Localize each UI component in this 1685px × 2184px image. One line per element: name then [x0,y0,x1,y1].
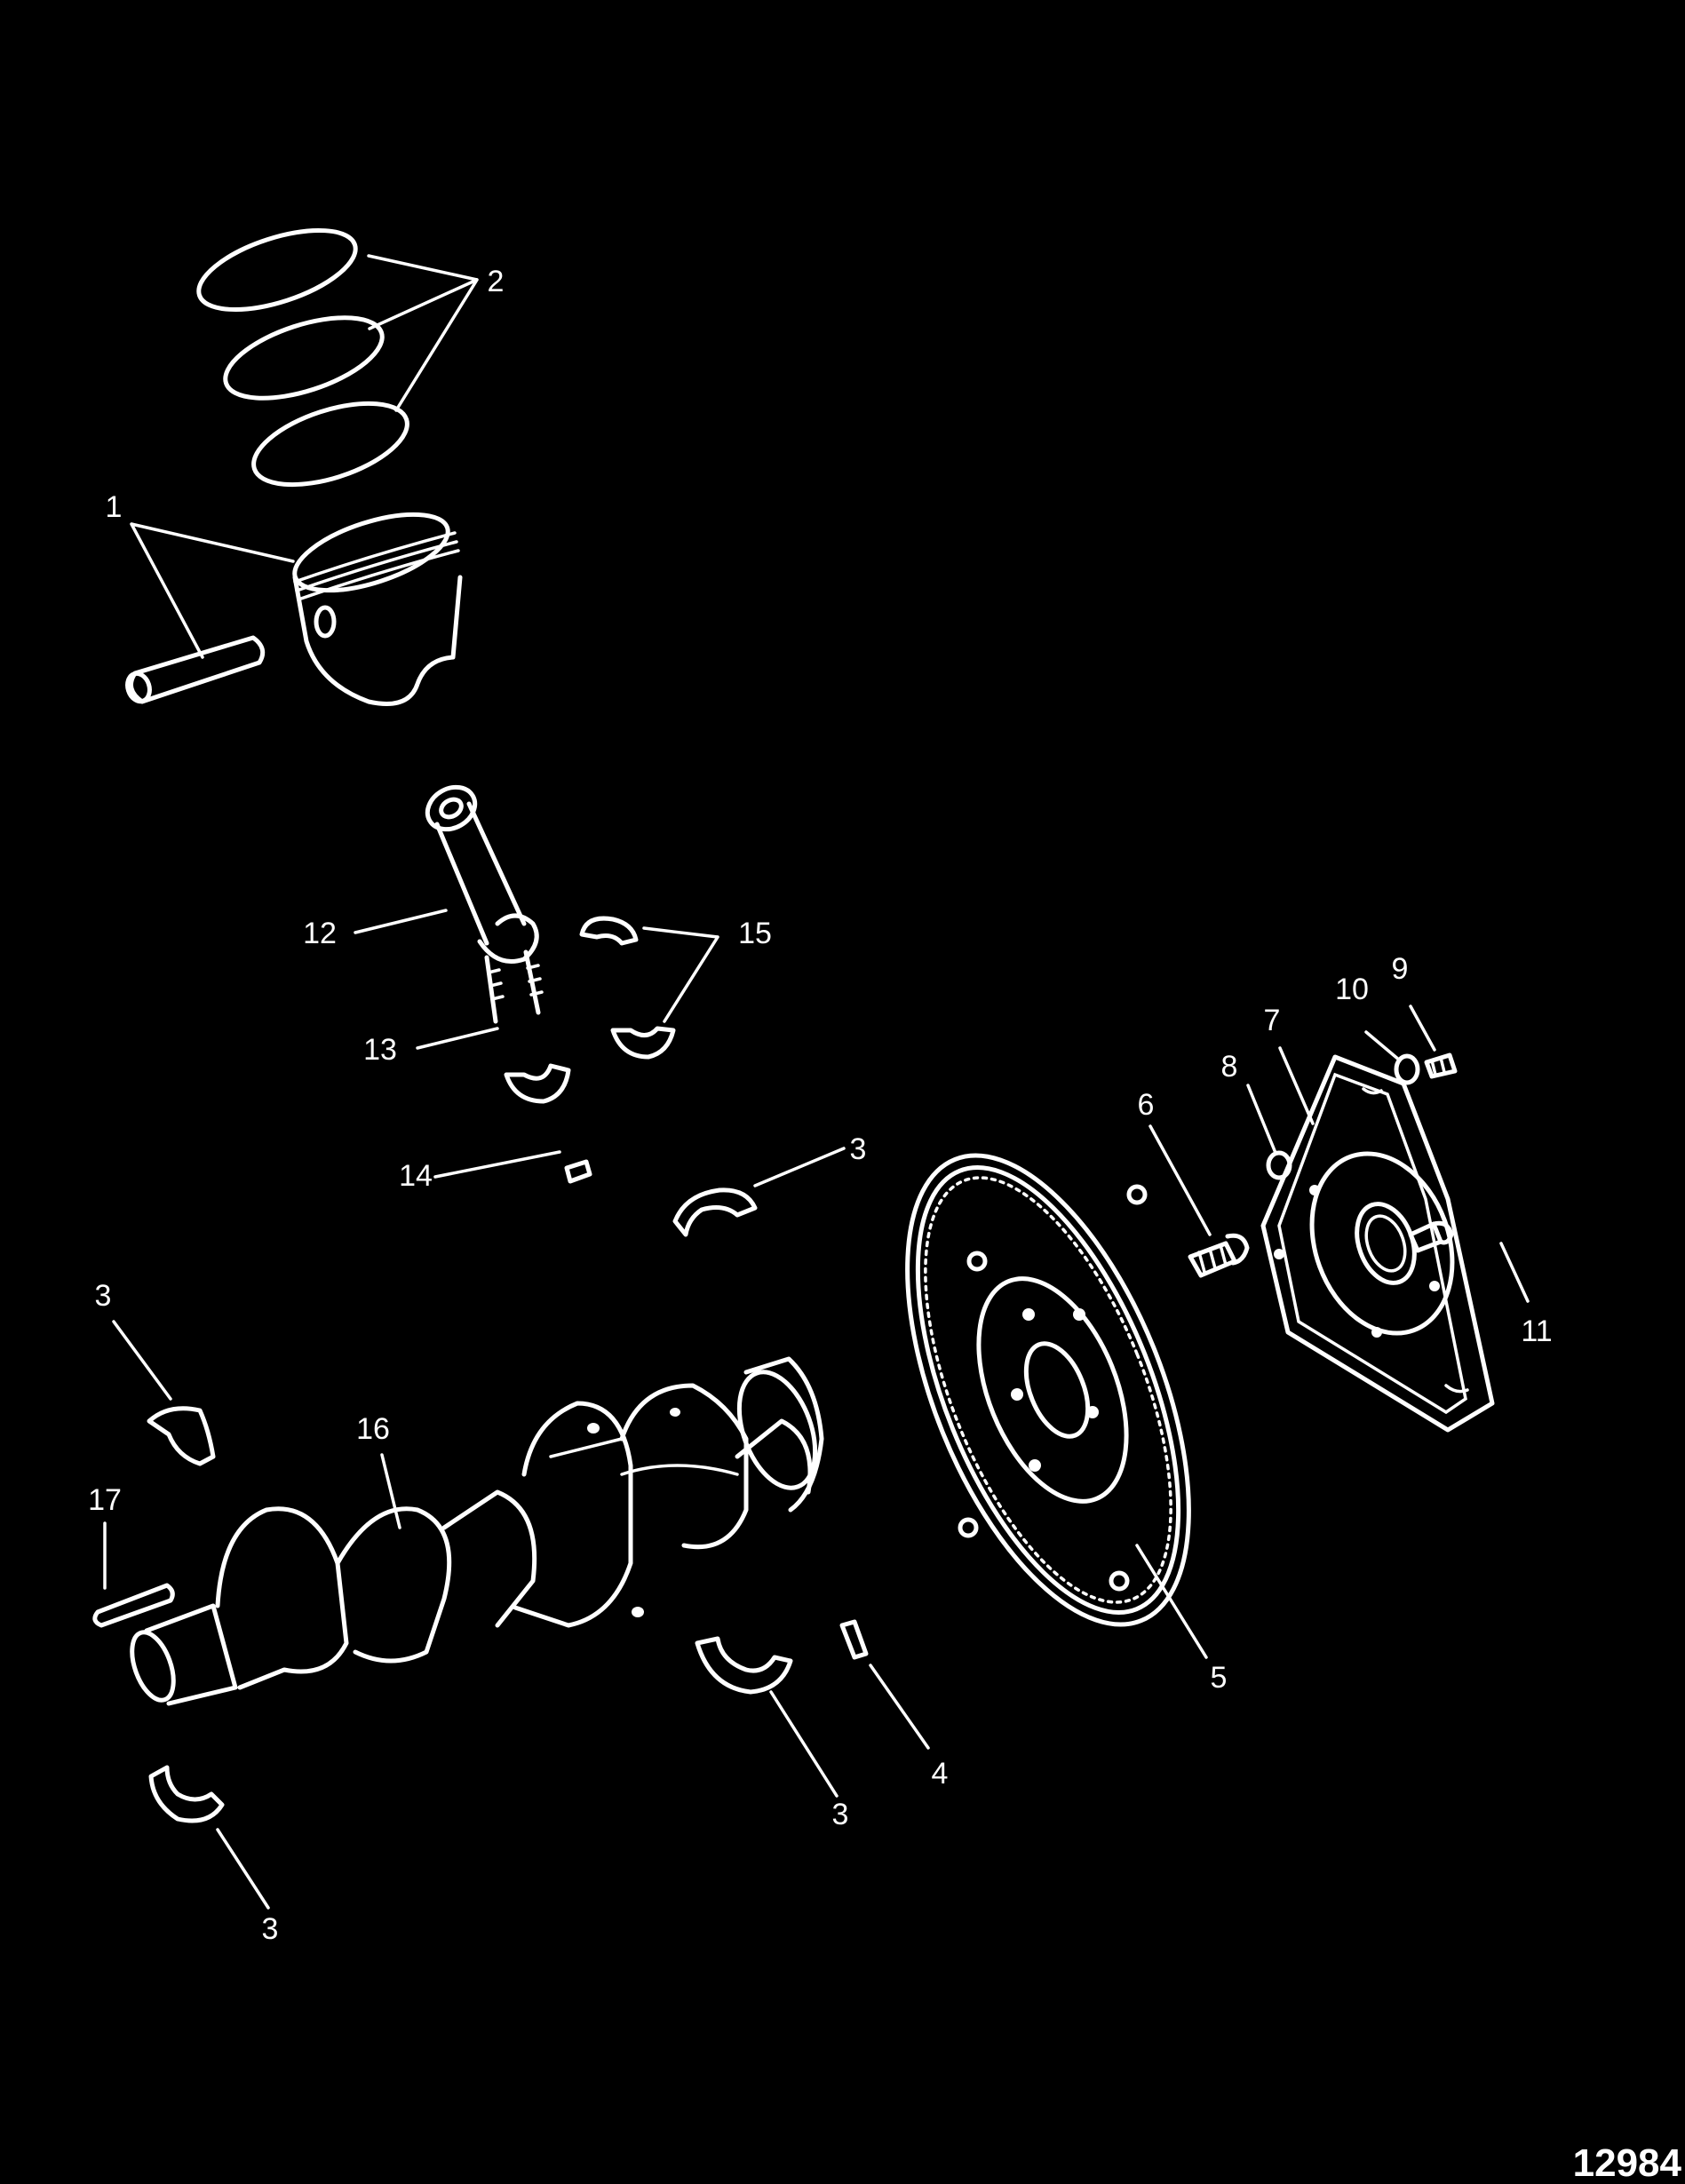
callout-17: 17 [88,1483,122,1517]
callout-14: 14 [399,1159,433,1193]
callout-3-upper: 3 [850,1132,867,1166]
main-bearing-left-lower [148,1765,225,1823]
crankshaft [130,1356,824,1706]
main-bearing-left-upper [147,1406,216,1466]
grease-fitting [1408,1220,1454,1253]
crankshaft-key [839,1619,869,1660]
callout-12: 12 [303,917,337,950]
callout-labels: 2 1 12 15 13 14 3 3 17 16 3 4 5 3 6 8 7 … [88,265,1553,1946]
callout-11: 11 [1521,1314,1552,1348]
callout-4: 4 [932,1757,949,1791]
callout-8: 8 [1221,1050,1238,1084]
figure-number: 12984 [1573,2141,1682,2184]
rod-bearings [504,916,676,1104]
callout-3-left-lower: 3 [262,1912,279,1946]
callout-3-lower: 3 [832,1798,849,1831]
drive-coupler-plate [1260,1054,1495,1433]
callout-15: 15 [738,917,772,950]
callout-9: 9 [1392,952,1409,986]
leader-lines [103,254,1530,1910]
roll-pin [92,1583,175,1628]
flywheel [905,1153,1191,1627]
callout-7: 7 [1264,1004,1281,1037]
dowel-pin [564,1159,592,1184]
callout-13: 13 [363,1033,397,1067]
callout-1: 1 [106,490,123,524]
callout-6: 6 [1138,1088,1155,1122]
callout-10: 10 [1335,973,1369,1006]
flywheel-bolt [1188,1233,1250,1278]
main-bearing-lower [695,1636,793,1695]
piston-assembly [125,512,463,706]
callout-5: 5 [1211,1661,1228,1695]
callout-3-left-upper: 3 [95,1279,112,1313]
piston-rings [196,227,409,488]
callout-16: 16 [356,1412,390,1446]
main-bearing-upper [672,1187,758,1237]
coupler-bolt [1424,1052,1458,1079]
connecting-rod [425,784,544,1024]
washer [1394,1053,1420,1085]
plug [1266,1150,1292,1180]
callout-2: 2 [488,265,505,298]
